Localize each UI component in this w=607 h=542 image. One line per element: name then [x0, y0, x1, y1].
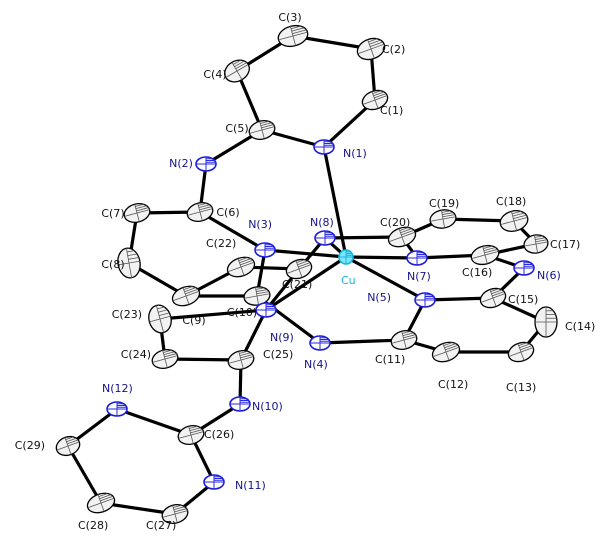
atom-label-n9: N(9): [270, 331, 294, 344]
atom-c11: [390, 330, 418, 350]
atom-c10: [243, 286, 271, 306]
atom-label-c15: C(15): [508, 293, 538, 306]
atom-label-c20: C(20): [380, 216, 410, 229]
bond-c26-n12: [115, 407, 193, 437]
atom-label-n11: N(11): [235, 479, 266, 492]
bond-c28-c29: [66, 444, 103, 505]
atom-label-c21: C(21): [282, 278, 312, 291]
atom-c9: [171, 285, 201, 307]
atom-n2: [195, 156, 217, 172]
atom-c25: [227, 350, 255, 370]
atom-label-n2: N(2): [169, 157, 193, 170]
atom-n10: [229, 396, 251, 412]
atom-c20: [387, 226, 417, 248]
bond-n3-cu: [263, 248, 348, 259]
atom-label-c7: C(7): [101, 207, 124, 220]
atom-c1: [361, 89, 389, 111]
atom-c5: [248, 120, 276, 140]
atom-c19: [429, 209, 457, 229]
label-layer: C(1) C(2) C(3) C(4) C(5) N(1) N(2) C(6) C(7) C(8)…: [15, 11, 596, 532]
atom-label-c5: C(5): [225, 122, 248, 135]
atom-label-c16: C(16): [462, 266, 492, 279]
atom-label-c3: C(3): [278, 11, 301, 24]
atom-label-c4: C(4): [203, 68, 226, 81]
atom-label-c8: C(8): [101, 258, 124, 271]
atom-c16: [470, 244, 500, 266]
atom-label-c11: C(11): [375, 353, 405, 366]
bond-n9-cu: [264, 255, 348, 312]
atom-c24: [151, 349, 179, 369]
atom-n9: [255, 302, 277, 318]
atom-c7: [123, 203, 151, 223]
atom-n1: [313, 139, 335, 155]
atom-label-c13: C(13): [506, 381, 536, 394]
atom-label-c14: C(14): [565, 320, 595, 333]
atom-n3: [254, 242, 276, 258]
atom-c29: [55, 435, 81, 457]
atom-label-n10: N(10): [252, 400, 283, 413]
atom-label-c17: C(17): [550, 238, 580, 251]
atom-label-n12: N(12): [102, 382, 133, 395]
atom-c14: [534, 306, 558, 338]
atom-c3: [277, 24, 309, 48]
atom-c26: [177, 425, 205, 445]
atom-label-c12: C(12): [438, 378, 468, 391]
atom-label-n4: N(4): [304, 358, 328, 371]
atom-label-c25: C(25): [263, 348, 293, 361]
atom-label-c10: C(10): [227, 306, 257, 319]
atom-n11: [203, 474, 225, 490]
atom-label-c28: C(28): [78, 519, 108, 532]
bond-c11-n4: [318, 338, 406, 345]
atom-label-n1: N(1): [343, 147, 367, 160]
atom-c21: [285, 258, 313, 280]
atom-c12: [431, 341, 461, 363]
atom-n8: [314, 230, 336, 246]
bond-n7-cu: [344, 255, 419, 260]
atom-label-c9: C(9): [182, 314, 205, 327]
atom-c15: [479, 287, 507, 309]
atom-label-n7: N(7): [407, 270, 431, 283]
atom-label-c6: C(6): [216, 206, 239, 219]
bond-n5-cu: [344, 255, 427, 302]
atom-label-c2: C(2): [382, 43, 405, 56]
atom-c22: [226, 256, 256, 278]
atom-c13: [507, 341, 535, 363]
atom-label-c27: C(27): [146, 519, 176, 532]
atom-c4: [224, 59, 250, 83]
atom-label-c22: C(22): [206, 237, 236, 250]
atom-c17: [523, 234, 549, 254]
atom-n6: [513, 260, 535, 276]
atom-n4: [309, 335, 331, 351]
atom-label-c29: C(29): [15, 439, 45, 452]
atom-n5: [414, 292, 436, 308]
atom-label-c19: C(19): [429, 197, 459, 210]
atom-c6: [186, 202, 214, 222]
atom-label-n5: N(5): [367, 291, 391, 304]
atom-c2: [356, 37, 386, 61]
atom-c23: [148, 304, 172, 334]
atom-layer: [55, 24, 558, 524]
atom-c27: [161, 504, 189, 524]
atom-c28: [86, 492, 116, 514]
atom-label-n3: N(3): [248, 218, 272, 231]
atom-label-cu: Cu: [341, 274, 356, 287]
bond-n9-c23: [158, 308, 268, 321]
atom-label-c18: C(18): [496, 195, 526, 208]
atom-label-c24: C(24): [121, 348, 151, 361]
atom-label-c26: C(26): [204, 428, 234, 441]
bond-c6-n3: [198, 210, 267, 252]
atom-label-n8: N(8): [310, 216, 334, 229]
atom-c18: [499, 210, 529, 232]
atom-c8: [117, 247, 141, 279]
atom-n12: [106, 401, 128, 417]
atom-n7: [406, 250, 428, 266]
atom-label-c1: C(1): [380, 104, 403, 117]
atom-label-n6: N(6): [537, 269, 561, 282]
atom-cu: [338, 249, 354, 265]
atom-label-c23: C(23): [112, 308, 142, 321]
